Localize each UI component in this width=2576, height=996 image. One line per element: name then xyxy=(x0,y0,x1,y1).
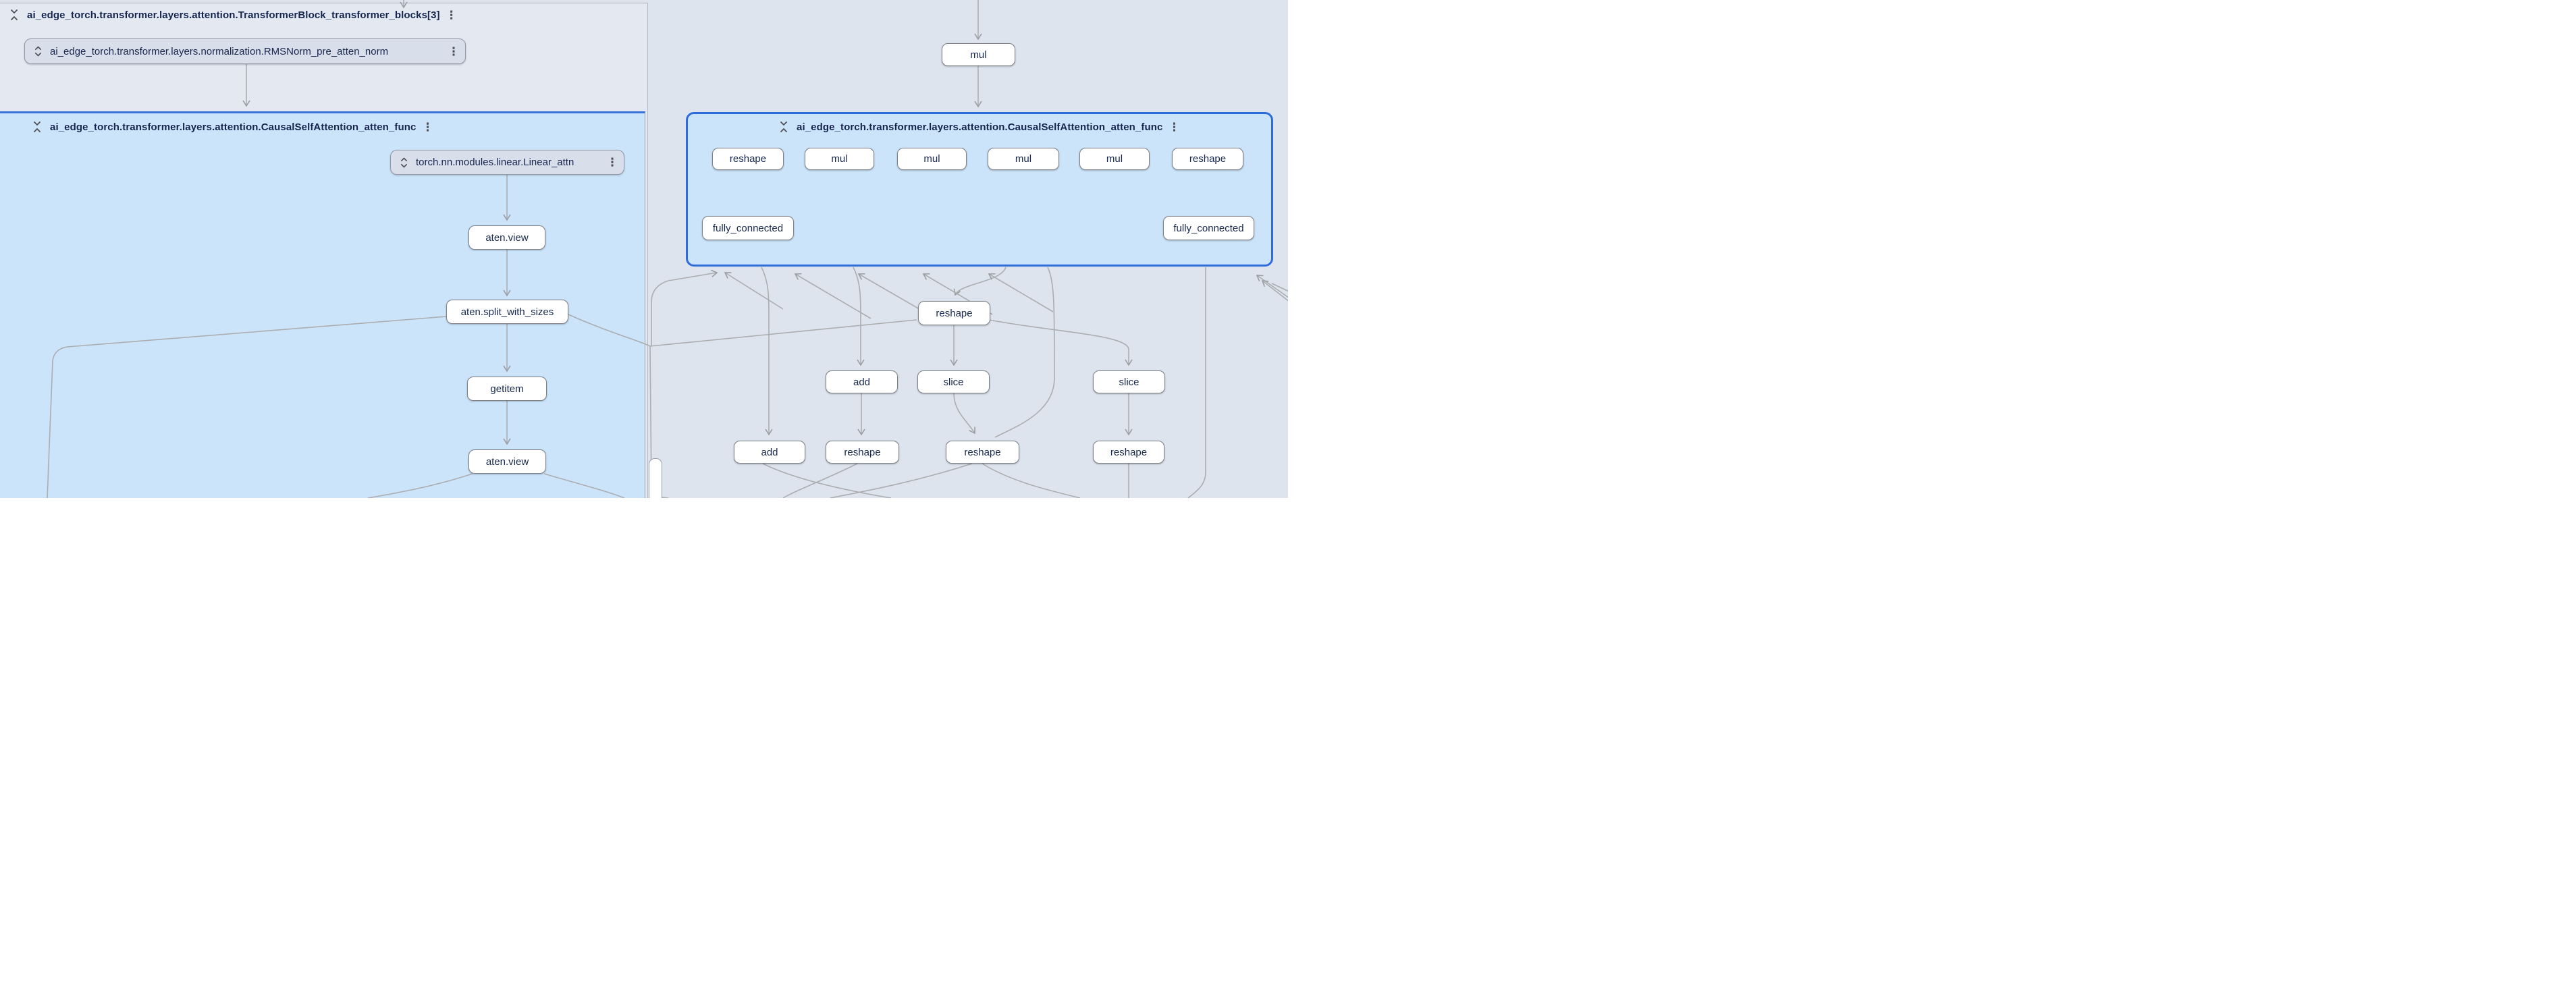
op-node-fully-connected[interactable]: fully_connected xyxy=(1163,216,1254,240)
op-node-aten-split-with-sizes[interactable]: aten.split_with_sizes xyxy=(446,300,568,324)
attention-right-title: ai_edge_torch.transformer.layers.attenti… xyxy=(797,121,1163,133)
op-node-reshape[interactable]: reshape xyxy=(918,301,990,325)
kebab-menu-icon[interactable]: ⋮ xyxy=(1168,120,1180,134)
op-node-getitem[interactable]: getitem xyxy=(467,377,547,401)
op-node-mul[interactable]: mul xyxy=(988,148,1059,170)
op-node-reshape[interactable]: reshape xyxy=(1172,148,1243,170)
attention-right-header: ai_edge_torch.transformer.layers.attenti… xyxy=(778,119,1180,135)
unfold-less-icon[interactable] xyxy=(8,9,20,21)
model-graph-canvas[interactable]: ai_edge_torch.transformer.layers.attenti… xyxy=(0,0,1288,498)
op-node-aten-view[interactable]: aten.view xyxy=(468,225,545,250)
kebab-menu-icon[interactable]: ⋮ xyxy=(448,45,460,58)
group-node-label: torch.nn.modules.linear.Linear_attn xyxy=(416,157,574,168)
attention-left-header: ai_edge_torch.transformer.layers.attenti… xyxy=(31,119,433,135)
op-node-mul[interactable]: mul xyxy=(897,148,967,170)
kebab-menu-icon[interactable]: ⋮ xyxy=(446,8,458,22)
op-node-mul[interactable]: mul xyxy=(942,43,1015,66)
unfold-more-icon[interactable] xyxy=(398,157,410,169)
group-node-label: ai_edge_torch.transformer.layers.normali… xyxy=(50,45,389,57)
op-node-aten-view[interactable]: aten.view xyxy=(468,449,546,474)
op-node-reshape[interactable]: reshape xyxy=(1093,441,1164,464)
kebab-menu-icon[interactable]: ⋮ xyxy=(606,156,618,169)
op-node-fully-connected[interactable]: fully_connected xyxy=(702,216,794,240)
kebab-menu-icon[interactable]: ⋮ xyxy=(421,120,433,134)
attention-left-title: ai_edge_torch.transformer.layers.attenti… xyxy=(50,121,417,133)
op-node-mul[interactable]: mul xyxy=(1079,148,1150,170)
group-node-rmsnorm[interactable]: ai_edge_torch.transformer.layers.normali… xyxy=(24,38,466,64)
op-node-add[interactable]: add xyxy=(734,441,805,464)
unfold-less-icon[interactable] xyxy=(778,121,790,133)
unfold-more-icon[interactable] xyxy=(32,45,44,57)
transformer-block-title: ai_edge_torch.transformer.layers.attenti… xyxy=(27,9,440,21)
op-node-reshape[interactable]: reshape xyxy=(712,148,784,170)
op-node-mul[interactable]: mul xyxy=(805,148,874,170)
op-node-slice[interactable]: slice xyxy=(1093,370,1165,393)
op-node-slice[interactable]: slice xyxy=(917,370,990,393)
clipped-node xyxy=(649,458,662,498)
transformer-block-header: ai_edge_torch.transformer.layers.attenti… xyxy=(8,7,458,23)
group-node-linear-attn[interactable]: torch.nn.modules.linear.Linear_attn ⋮ xyxy=(390,150,624,175)
op-node-add[interactable]: add xyxy=(826,370,898,393)
op-node-reshape[interactable]: reshape xyxy=(826,441,899,464)
unfold-less-icon[interactable] xyxy=(31,121,43,133)
group-panel-causal-self-attention-right[interactable] xyxy=(686,112,1273,267)
op-node-reshape[interactable]: reshape xyxy=(946,441,1019,464)
